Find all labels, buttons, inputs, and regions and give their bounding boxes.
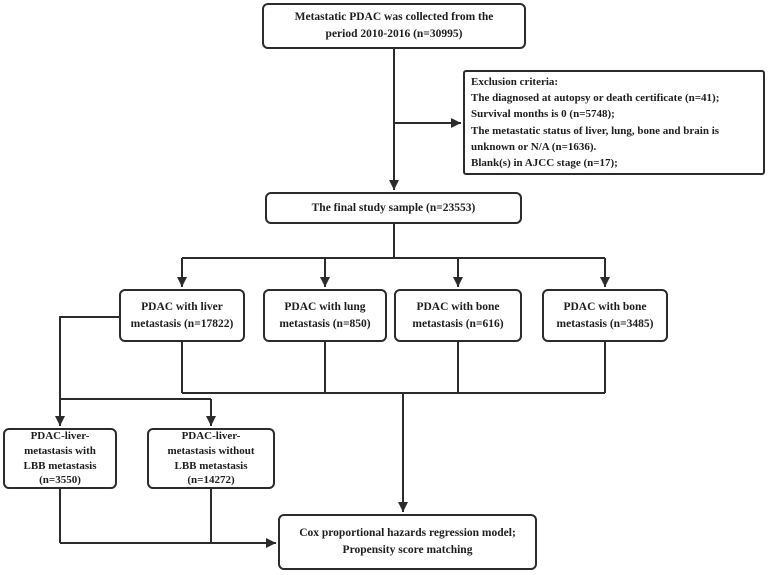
- cox-model-label: Cox proportional hazards regression mode…: [299, 527, 516, 556]
- bone-metastasis-label: PDAC with bone metastasis (n=616): [412, 300, 504, 330]
- exclusion-criteria-label: Exclusion criteria: The diagnosed at aut…: [471, 76, 720, 169]
- liver-metastasis-label: PDAC with liver metastasis (n=17822): [130, 300, 234, 330]
- node-liver-metastasis-box: PDAC with liver metastasis (n=17822): [119, 289, 245, 342]
- node-lung-metastasis-box: PDAC with lung metastasis (n=850): [263, 289, 387, 342]
- lbb-without-label: PDAC-liver- metastasis without LBB metas…: [167, 430, 255, 487]
- node-bone-metastasis-box: PDAC with bone metastasis (n=616): [394, 289, 522, 342]
- lbb-with-label: PDAC-liver- metastasis with LBB metastas…: [23, 430, 97, 487]
- node-collection-box: Metastatic PDAC was collected from the p…: [262, 3, 526, 49]
- final-sample-label: The final study sample (n=23553): [311, 201, 476, 214]
- bone-metastasis-2-label: PDAC with bone metastasis (n=3485): [556, 300, 654, 330]
- collection-box-label: Metastatic PDAC was collected from the p…: [294, 11, 494, 40]
- connector-trunk-and-buses: [59, 49, 606, 543]
- lung-metastasis-label: PDAC with lung metastasis (n=850): [279, 300, 371, 330]
- node-final-sample-box: The final study sample (n=23553): [265, 192, 522, 224]
- node-exclusion-criteria-box: Exclusion criteria: The diagnosed at aut…: [463, 70, 765, 175]
- node-cox-model-box: Cox proportional hazards regression mode…: [278, 514, 537, 570]
- node-lbb-without-box: PDAC-liver- metastasis without LBB metas…: [147, 428, 275, 489]
- node-lbb-with-box: PDAC-liver- metastasis with LBB metastas…: [3, 428, 117, 489]
- node-bone-metastasis-box-2: PDAC with bone metastasis (n=3485): [542, 289, 668, 342]
